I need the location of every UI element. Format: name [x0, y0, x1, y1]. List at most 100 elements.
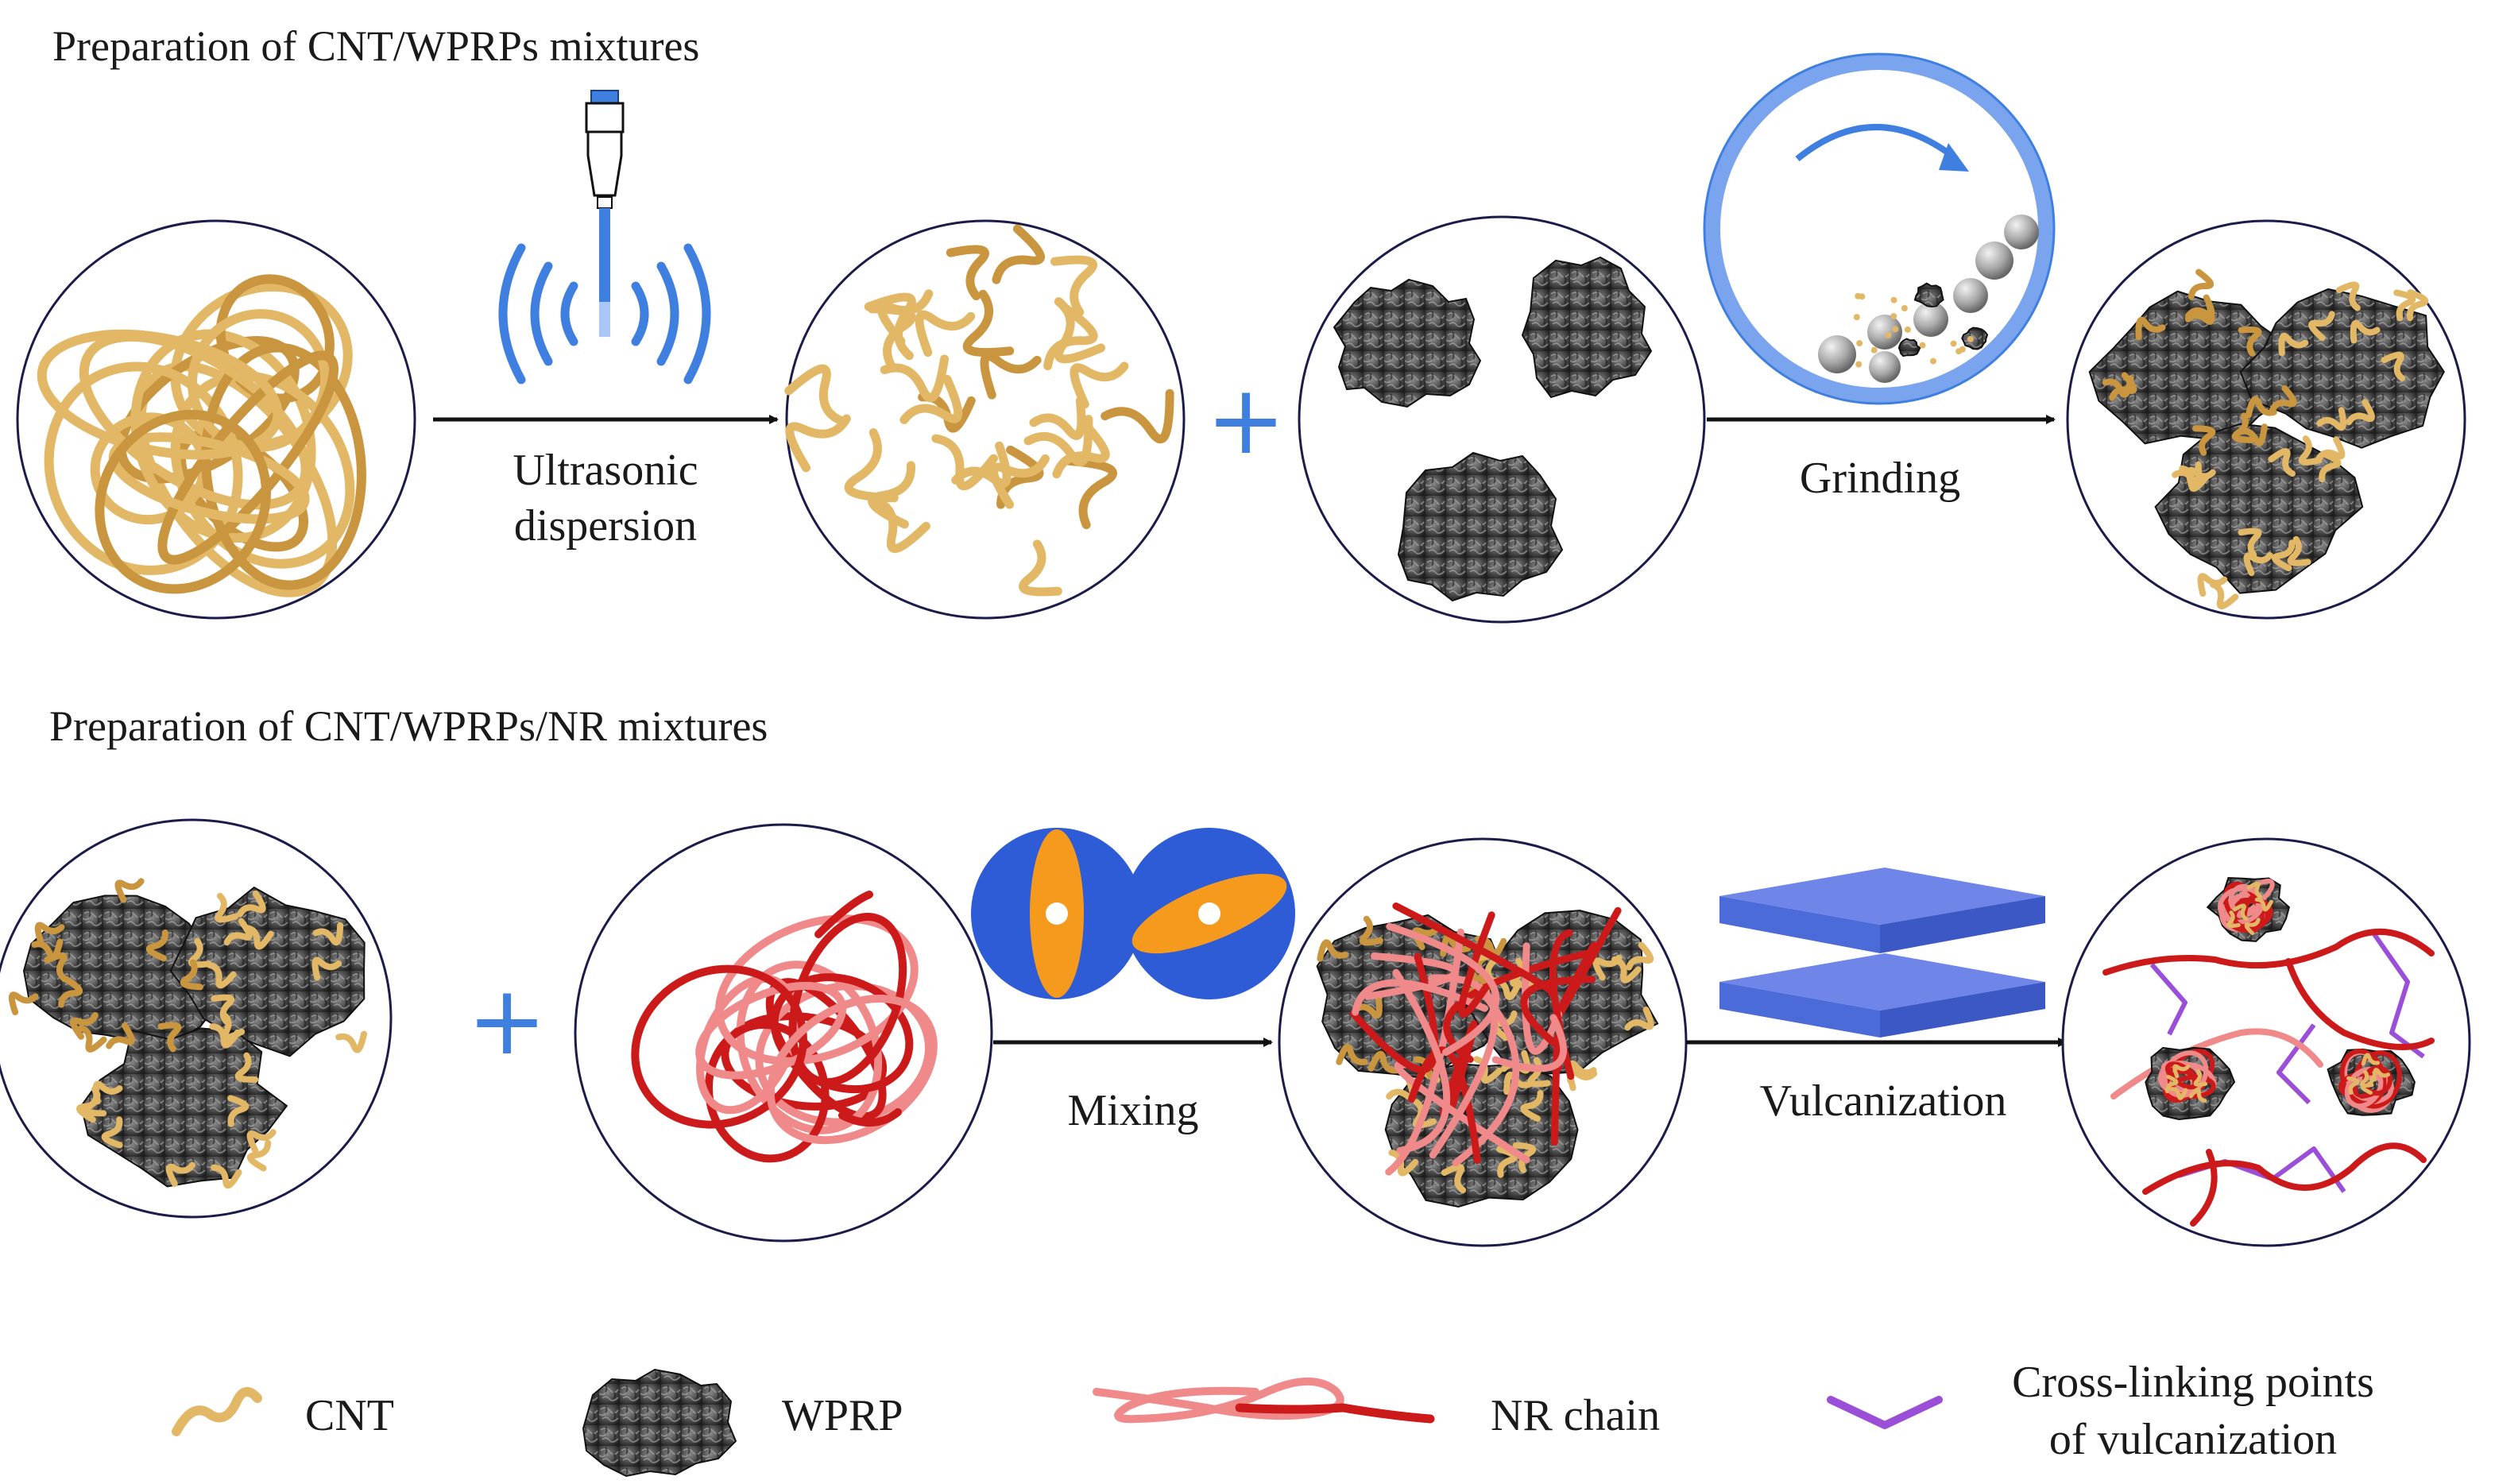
nr-chain — [2224, 879, 2275, 921]
cnt-fragment — [1859, 293, 1866, 300]
cnt-fiber — [335, 1030, 368, 1053]
cnt-fiber — [180, 959, 203, 991]
nr-chain — [1392, 902, 1557, 998]
cnt-fiber — [8, 991, 39, 1015]
nr-chain — [721, 1012, 888, 1111]
cnt-fiber — [992, 224, 1045, 284]
step-label-ultrasonic-1: Ultrasonic — [513, 446, 698, 495]
nr-chain — [1386, 922, 1500, 1056]
cnt-fiber — [962, 289, 1015, 357]
cnt-fiber — [206, 961, 237, 989]
cnt-fiber — [2172, 461, 2203, 485]
cnt-fiber — [2245, 396, 2277, 419]
cnt-fiber — [2335, 281, 2361, 311]
cnt-fiber — [2278, 332, 2309, 357]
cnt-fragment — [1856, 340, 1863, 347]
cnt-fiber — [1101, 388, 1174, 444]
cnt-fiber — [2168, 1087, 2188, 1100]
cnt-fiber — [37, 329, 283, 460]
nr-chain — [838, 1108, 902, 1127]
circle-mixed-compound — [1278, 837, 1688, 1247]
step-label-ultrasonic-2: dispersion — [514, 501, 697, 551]
circle-cnt-wprp-row2 — [0, 818, 393, 1219]
cnt-fiber — [2298, 435, 2323, 466]
cnt-fiber — [2135, 316, 2166, 341]
nr-chain — [1520, 976, 1596, 1048]
cnt-fiber — [77, 1025, 107, 1053]
ball-mill-icon — [1703, 52, 2056, 405]
nr-chain — [2285, 958, 2435, 1050]
circle-cnt-wprp-composite — [2066, 219, 2466, 620]
cnt-fiber — [246, 1129, 277, 1154]
legend-cnt-label: CNT — [305, 1391, 394, 1440]
sound-waves-icon — [498, 243, 711, 385]
cnt-fiber — [145, 929, 168, 962]
circle-nr-chains — [574, 823, 993, 1242]
cnt-fiber — [2188, 1087, 2207, 1103]
cnt-fiber — [868, 461, 915, 529]
cnt-fiber — [114, 878, 145, 903]
cnt-fiber — [2393, 289, 2416, 322]
cnt-fiber — [2238, 528, 2262, 558]
cnt-fiber — [1626, 941, 1654, 971]
plus-sign-row2: + — [467, 966, 547, 1076]
cnt-fiber — [1388, 1149, 1419, 1177]
cnt-fragment — [1967, 335, 1974, 342]
cnt-fiber — [2350, 319, 2381, 344]
grinding-ball — [1869, 351, 1901, 383]
cnt-fiber — [1317, 939, 1349, 962]
cnt-fiber — [234, 1052, 259, 1083]
cnt-fiber — [899, 374, 963, 424]
crosslink-bond — [2149, 963, 2187, 1036]
nr-chain — [1457, 911, 1495, 1018]
cnt-fiber — [157, 1022, 182, 1053]
cnt-fiber — [868, 495, 930, 553]
cnt-fiber — [1336, 1043, 1368, 1065]
cnt-fiber — [2236, 423, 2268, 446]
nr-chain — [1452, 991, 1520, 1167]
cnt-fiber — [2319, 450, 2342, 483]
grinding-ball — [1818, 335, 1856, 373]
nr-chain — [1550, 1033, 1562, 1146]
cnt-fiber — [2271, 539, 2296, 572]
nr-chain — [1428, 974, 1499, 1159]
cnt-fiber — [1050, 255, 1098, 317]
cnt-fiber — [877, 289, 934, 346]
cnt-fragment — [1930, 357, 1936, 365]
legend-wprp-icon — [582, 1368, 737, 1478]
wprp-particle — [2239, 288, 2445, 449]
nr-chain — [2190, 1149, 2218, 1227]
cnt-fragment — [1904, 326, 1911, 333]
cnt-fiber — [1043, 303, 1098, 371]
cnt-fiber — [223, 918, 253, 946]
cnt-fiber — [2244, 918, 2261, 936]
cnt-fiber — [210, 1164, 242, 1189]
cnt-fiber — [946, 245, 989, 301]
grinding-ball — [2004, 214, 2039, 249]
cnt-fiber — [844, 428, 899, 503]
cnt-fiber — [1367, 1050, 1400, 1074]
cnt-fiber — [106, 1022, 135, 1049]
nr-chain — [1491, 1014, 1568, 1072]
cnt-fiber — [2287, 535, 2311, 566]
grinding-ball — [1913, 302, 1948, 337]
cnt-fiber — [165, 1161, 195, 1188]
cnt-fiber — [2346, 399, 2375, 426]
cnt-fragment — [1855, 361, 1863, 368]
wprp-particle — [1333, 278, 1482, 408]
wprp-particle — [1521, 256, 1653, 399]
wprp-particle — [1961, 327, 1989, 350]
cnt-fragment — [1885, 332, 1892, 338]
nr-chain — [1352, 979, 1488, 1016]
step-label-mixing: Mixing — [1068, 1086, 1199, 1135]
cnt-fiber — [227, 1095, 250, 1127]
cnt-fiber — [237, 890, 266, 918]
nr-chain — [1439, 1020, 1478, 1117]
cnt-fiber — [2226, 910, 2241, 929]
cnt-fiber — [1440, 933, 1472, 957]
cnt-fiber — [2315, 436, 2346, 462]
cnt-fiber — [211, 994, 235, 1025]
legend: CNT WPRP NR chain Cross-linking points o… — [172, 1358, 2374, 1478]
cnt-fiber — [157, 350, 339, 565]
